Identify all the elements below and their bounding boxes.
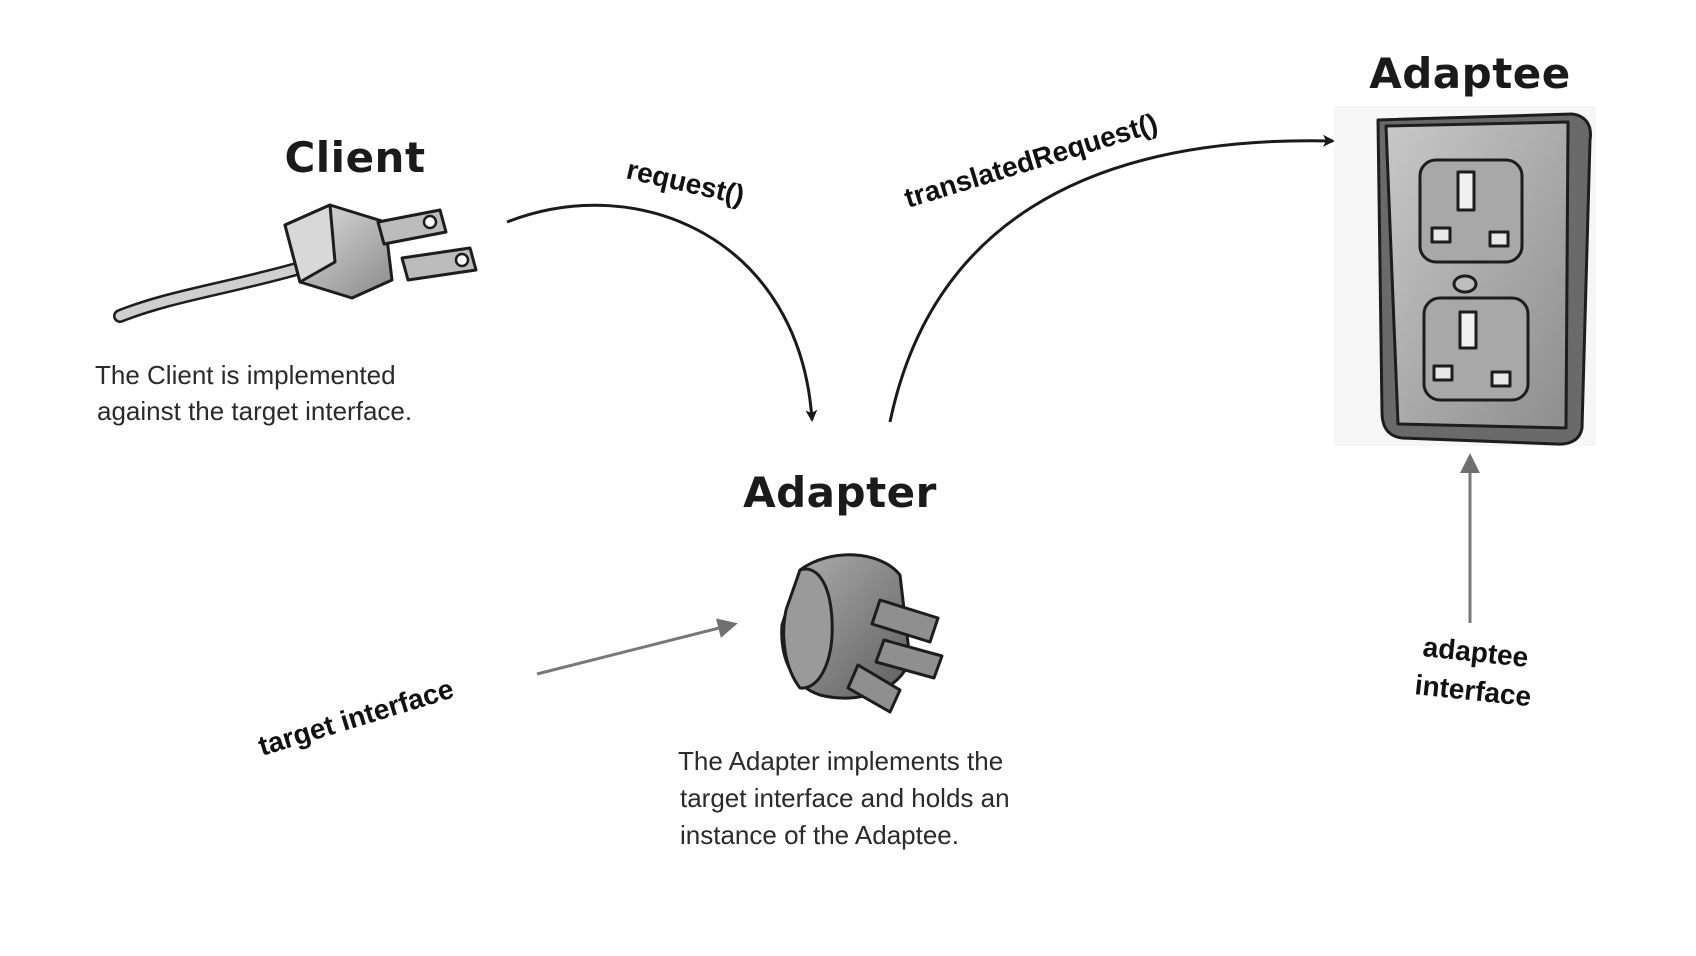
client-caption-line-1: The Client is implemented — [95, 360, 396, 390]
adaptee-interface-label-line-2: interface — [1413, 669, 1532, 712]
adapter-plug-icon — [780, 553, 944, 714]
adapter-caption-line-1: The Adapter implements the — [678, 746, 1003, 776]
translated-request-label: translatedRequest() — [901, 107, 1162, 214]
translated-request-arrow — [888, 134, 1335, 423]
adaptee-outlet-icon — [1334, 106, 1596, 446]
target-interface-label: target interface — [255, 673, 458, 762]
client-plug-icon — [113, 203, 478, 323]
adaptee-interface-label-line-1: adaptee — [1421, 631, 1529, 673]
adaptee-title: Adaptee — [1369, 49, 1571, 98]
request-arrow — [506, 203, 818, 422]
adapter-title: Adapter — [743, 468, 937, 517]
adapter-caption-line-3: instance of the Adaptee. — [680, 820, 959, 850]
client-title: Client — [284, 133, 425, 182]
adapter-caption-line-2: target interface and holds an — [680, 783, 1010, 813]
request-label: request() — [624, 154, 748, 211]
client-caption-line-2: against the target interface. — [97, 396, 412, 426]
target-interface-arrow — [536, 618, 738, 676]
